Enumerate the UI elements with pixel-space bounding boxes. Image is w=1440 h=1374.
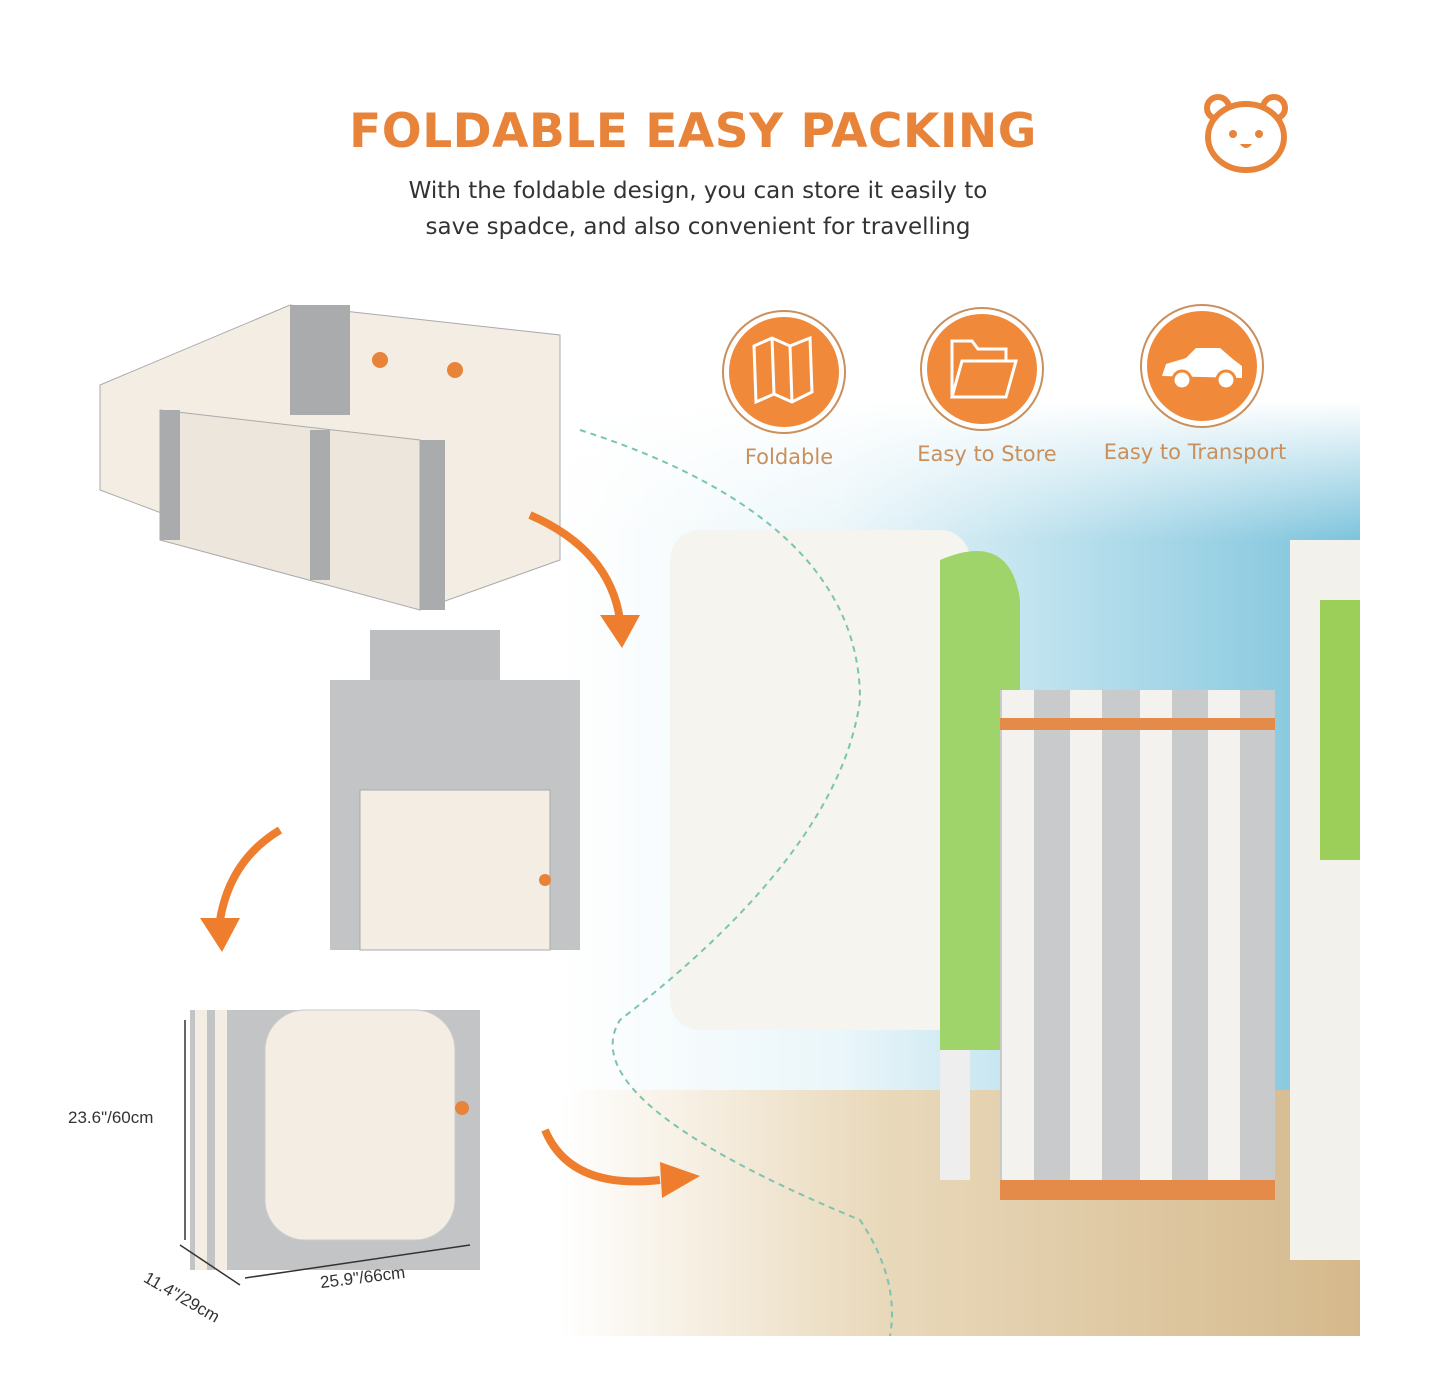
feature-label-transport: Easy to Transport: [1103, 440, 1287, 464]
feature-easy-to-transport: [1138, 302, 1266, 434]
subtitle-line-1: With the foldable design, you can store …: [408, 178, 988, 204]
folded-playpen-dimensions: [179, 1009, 480, 1286]
feature-label-store: Easy to Store: [917, 442, 1057, 466]
feature-label-foldable: Foldable: [744, 445, 834, 469]
subtitle-line-2: save spadce, and also convenient for tra…: [425, 214, 971, 240]
sofa: [670, 530, 970, 1030]
feature-foldable: [720, 308, 848, 440]
car-icon: [1140, 304, 1264, 428]
folder-icon: [920, 307, 1044, 431]
arrow-down-icon-2: [200, 918, 240, 952]
dimension-height: 23.6"/60cm: [68, 1108, 154, 1127]
bear-logo-icon: [1204, 94, 1288, 173]
feature-easy-to-store: [918, 305, 1046, 437]
arrow-right-icon: [660, 1162, 700, 1198]
folded-playpen: [1000, 690, 1275, 1200]
page-title: FOLDABLE EASY PACKING: [349, 104, 1037, 159]
arrow-down-icon: [600, 615, 640, 648]
living-room-scene: [560, 400, 1360, 1336]
open-playpen: [99, 304, 561, 611]
folded-map-icon: [722, 310, 846, 434]
playpen-illustrations: [99, 304, 700, 1286]
half-folded-playpen: [330, 630, 580, 951]
